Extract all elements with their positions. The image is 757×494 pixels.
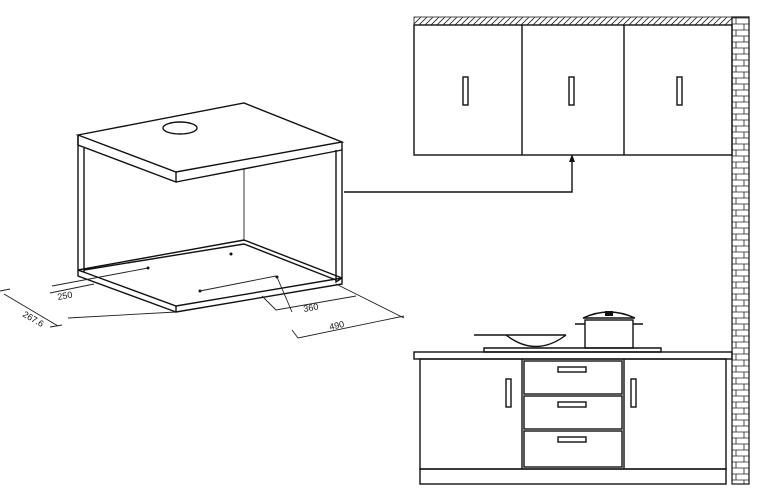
drawer: [523, 360, 623, 395]
dimension-label-offset: 250: [57, 290, 74, 302]
dimension-lines: [0, 283, 405, 339]
dimension-label-depth: 267.6: [21, 309, 46, 329]
cabinet-handle: [568, 76, 575, 106]
ceiling-hatch: [413, 16, 733, 26]
door-handle: [505, 378, 512, 408]
drawer-handle: [557, 436, 587, 443]
door-handle: [630, 378, 637, 408]
cabinet-handle: [676, 76, 683, 106]
dimension-label-inner-width: 360: [303, 302, 320, 314]
drawer-handle: [557, 366, 587, 373]
drawer-handle: [557, 401, 587, 408]
dimension-label-outer-width: 490: [328, 319, 345, 332]
hood-isometric: [51, 102, 405, 319]
brick-wall: [731, 16, 750, 485]
base-cabinet: [419, 358, 727, 485]
drawer: [523, 430, 623, 468]
leader-arrow: [344, 160, 573, 193]
cabinet-handle: [462, 76, 469, 106]
countertop: [413, 351, 733, 360]
cooking-pot: [575, 311, 643, 349]
wall-cabinets: [413, 24, 733, 156]
exhaust-outlet: [162, 121, 198, 135]
mounting-hole: [229, 252, 233, 256]
drawer: [523, 395, 623, 430]
wok: [474, 334, 567, 348]
